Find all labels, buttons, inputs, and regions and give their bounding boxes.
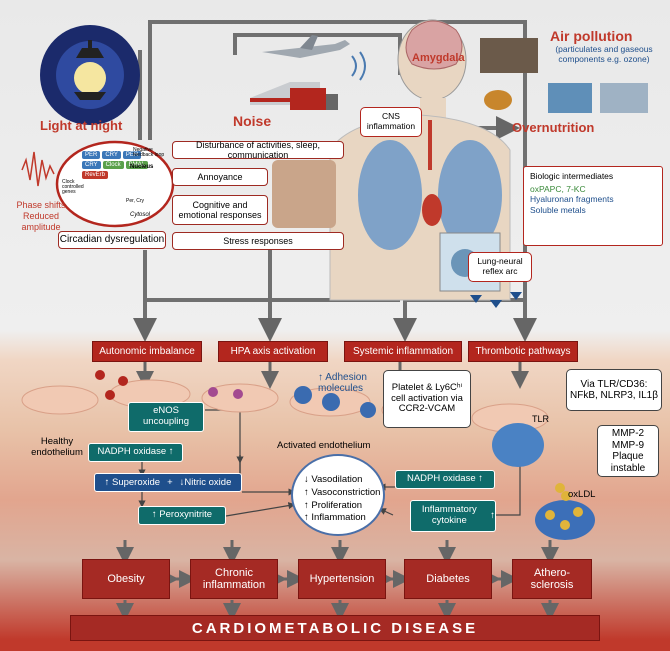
peroxynitrite-box: ↑ Peroxynitrite <box>138 506 226 525</box>
effect-vasodilation: ↓ Vasodilation <box>304 474 363 485</box>
cytosol-label: Cytosol <box>130 212 151 218</box>
gene-cry-2: CRY <box>82 161 101 169</box>
arrow-up-icon: ↑ <box>475 473 484 485</box>
biologic-item-metals: Soluble metals <box>530 204 586 215</box>
adhesion-molecules-label: ↑ Adhesion molecules <box>318 372 378 394</box>
arrow-up-icon: ↑ <box>166 446 174 458</box>
tlr-cd36-box: Via TLR/CD36: NFkB, NLRP3, IL1β <box>566 369 662 411</box>
effects-list: ↓ Vasodilation ↑ Vasoconstriction ↑ Prol… <box>304 474 384 525</box>
gene-bmal: BMAL <box>125 161 148 169</box>
enos-uncoupling-box: eNOS uncoupling <box>128 402 204 432</box>
effect-proliferation: ↑ Proliferation <box>304 499 363 511</box>
gene-per: PER <box>82 151 101 159</box>
gene-cry: CRY <box>102 151 121 159</box>
noise-box-disturbance: Disturbance of activities, sleep, commun… <box>172 140 344 160</box>
activated-endothelium-label: Activated endothelium <box>277 440 371 451</box>
air-pollution-sub: (particulates and gaseous components e.g… <box>555 44 653 65</box>
plus-sign: + <box>167 477 173 488</box>
biologic-intermediates-box: Biologic intermediates oxPAPC, 7-KC Hyal… <box>523 166 663 246</box>
disease-hypertension: Hypertension <box>298 559 386 599</box>
superoxide-box: ↑ Superoxide + ↓Nitric oxide <box>94 473 242 492</box>
arrow-up-icon: ↑ <box>318 372 326 383</box>
amygdala-label: Amygdala <box>412 52 465 64</box>
disease-diabetes: Diabetes <box>404 559 492 599</box>
biologic-item-oxpapc: oxPAPC, 7-KC <box>530 183 586 194</box>
arrow-up-icon: ↑ <box>104 477 112 488</box>
cns-inflammation-box: CNS inflammation <box>360 107 422 137</box>
healthy-endothelium-label: Healthy endothelium <box>31 436 83 458</box>
lung-neural-box: Lung-neural reflex arc <box>468 252 532 282</box>
disease-obesity: Obesity <box>82 559 170 599</box>
platelet-activation-box: Platelet & Ly6Cʰⁱ cell activation via CC… <box>383 370 471 428</box>
overnutrition-label: Overnutrition <box>512 120 595 135</box>
nadph-oxidase-box-2: NADPH oxidase ↑ <box>395 470 495 489</box>
adhesion-text: Adhesion molecules <box>318 372 367 394</box>
nitric-text: Nitric oxide <box>184 477 232 488</box>
burger-icon <box>484 90 512 110</box>
nadph-text-1: NADPH oxidase <box>97 446 167 458</box>
effects-oval <box>291 454 385 536</box>
stressed-person-image <box>272 160 336 228</box>
biologic-title: Biologic intermediates <box>530 171 614 181</box>
noise-waves-icon <box>351 51 366 81</box>
gene-reverb: RevErb <box>82 171 109 179</box>
effect-vasoconstriction: ↑ Vasoconstriction <box>304 486 381 498</box>
nucleus-label: Nucleus <box>130 164 154 170</box>
pathway-autonomic: Autonomic imbalance <box>92 341 202 362</box>
noise-box-stress: Stress responses <box>172 232 344 250</box>
gene-clock: Clock <box>102 161 124 169</box>
nadph-text-2: NADPH oxidase <box>406 473 476 485</box>
peroxy-text: Peroxynitrite <box>159 509 213 521</box>
arrow-down-icon: ↓ <box>179 477 185 488</box>
effect-inflammation: ↑ Inflammation <box>304 512 366 524</box>
gene-per-2: PER <box>122 151 142 159</box>
tlr-label: TLR <box>532 414 550 424</box>
disease-atherosclerosis: Athero-sclerosis <box>512 559 592 599</box>
percry-label: Per, Cry <box>126 198 145 204</box>
clock-gene-grid: PER CRY PER CRY Clock BMAL RevErb <box>82 151 150 179</box>
superoxide-text: Superoxide <box>112 477 161 488</box>
arrow-up-icon: ↑ <box>487 509 495 521</box>
street-lamp-icon <box>40 25 140 125</box>
inflammatory-cytokine-box: Inflammatory cytokine ↑ <box>410 500 496 532</box>
pathway-thrombotic: Thrombotic pathways <box>468 341 578 362</box>
cytokine-text: Inflammatory cytokine <box>421 504 477 526</box>
phase-shifts-label: Phase shifts Reduced amplitude <box>16 200 66 232</box>
airplane-icon <box>262 35 350 58</box>
truck-icon <box>290 88 338 110</box>
noise-box-cognitive: Cognitive and emotional responses <box>172 195 268 225</box>
noise-label: Noise <box>233 113 272 129</box>
circadian-dysregulation-box: Circadian dysregulation <box>58 231 166 249</box>
smog-image <box>600 83 648 113</box>
biologic-item-hyaluronan: Hyaluronan fragments <box>530 194 614 205</box>
ccg-label: Clock controlled genes <box>62 179 84 195</box>
air-pollution-label: Air pollution <box>550 28 633 44</box>
ship-image <box>548 83 592 113</box>
sound-wave-icon <box>21 151 55 187</box>
mmp-box: MMP-2 MMP-9 Plaque instable <box>597 425 659 477</box>
noise-box-annoyance: Annoyance <box>172 168 268 186</box>
cardiometabolic-disease-banner: CARDIOMETABOLIC DISEASE <box>70 615 600 641</box>
pathway-hpa: HPA axis activation <box>218 341 328 362</box>
arrow-up-icon: ↑ <box>151 509 160 521</box>
light-at-night-label: Light at night <box>40 118 123 133</box>
factory-image <box>480 38 538 73</box>
nadph-oxidase-box-1: NADPH oxidase ↑ <box>88 443 183 462</box>
oxldl-label: oxLDL <box>568 489 596 500</box>
disease-chronic-inflammation: Chronic inflammation <box>190 559 278 599</box>
pathway-systemic-inflammation: Systemic inflammation <box>344 341 462 362</box>
feedback-label: Negative feedback loop <box>133 147 165 158</box>
